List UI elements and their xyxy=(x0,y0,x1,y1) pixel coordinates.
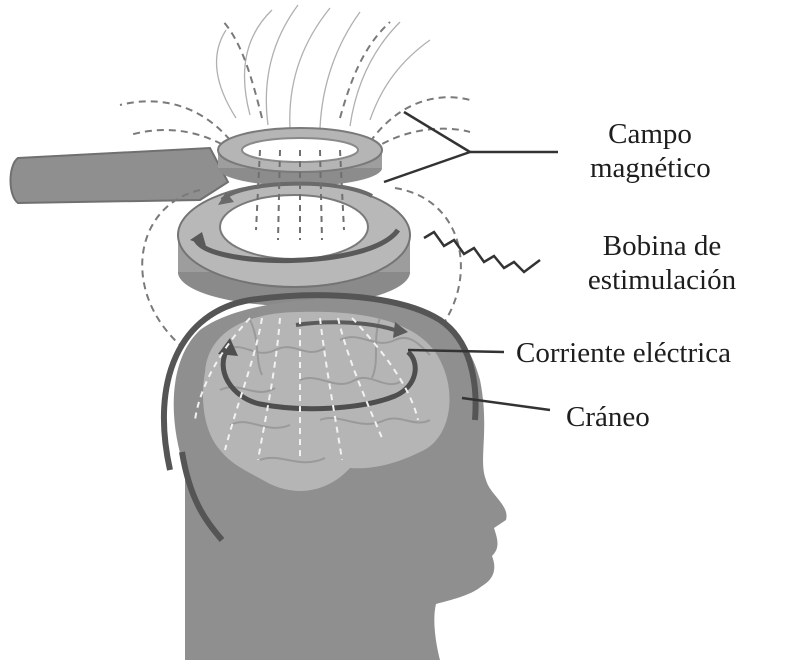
magnetic-field-label-line2: magnético xyxy=(590,151,710,185)
coil-label-line2: estimulación xyxy=(562,263,762,297)
upper-field-lines xyxy=(217,5,430,128)
coil-label-line1: Bobina de xyxy=(562,229,762,263)
magnetic-field-label-line1: Campo xyxy=(590,117,710,151)
skull-label: Cráneo xyxy=(566,400,650,434)
stimulation-coil xyxy=(178,183,410,306)
current-label: Corriente eléctrica xyxy=(516,336,731,370)
magnetic-field-label: Campo magnético xyxy=(590,117,710,185)
coil-handle xyxy=(11,148,229,203)
coil-label: Bobina de estimulación xyxy=(562,229,762,297)
